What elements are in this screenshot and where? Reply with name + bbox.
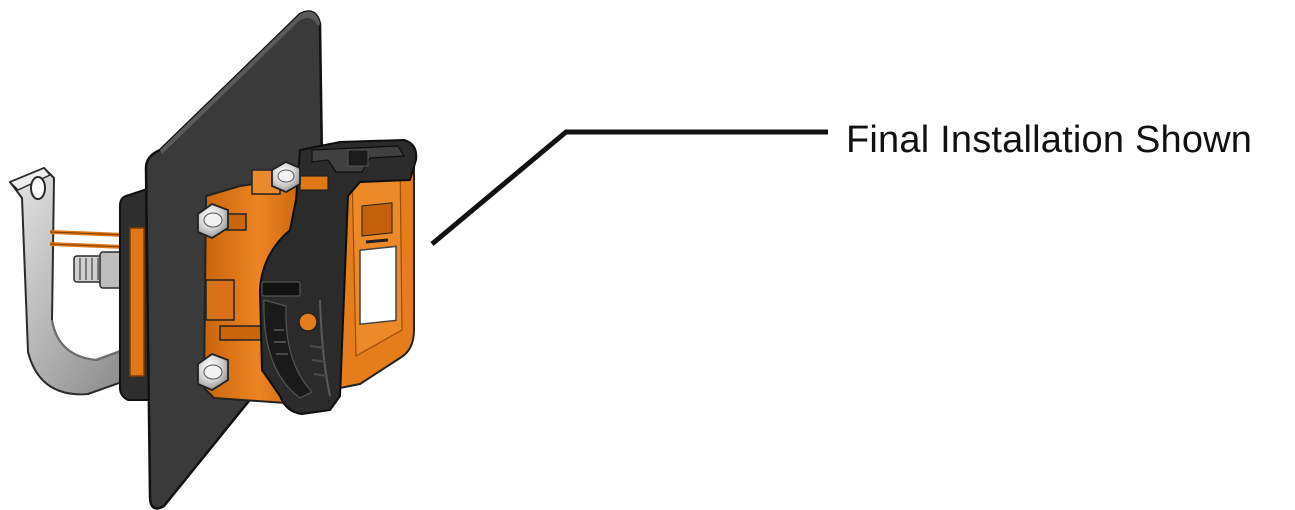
hex-bolt-top [271,160,301,194]
bracket-hole-icon [30,176,46,200]
hex-bolt-lower-left [197,352,229,392]
hex-bolt-upper-left [197,202,229,240]
hinged-cover [259,139,418,415]
callout-label: Final Installation Shown [846,119,1253,161]
rear-housing [119,186,151,401]
callout-leader-line [430,129,828,246]
cover-embossing [274,329,329,377]
product-label [359,245,397,325]
